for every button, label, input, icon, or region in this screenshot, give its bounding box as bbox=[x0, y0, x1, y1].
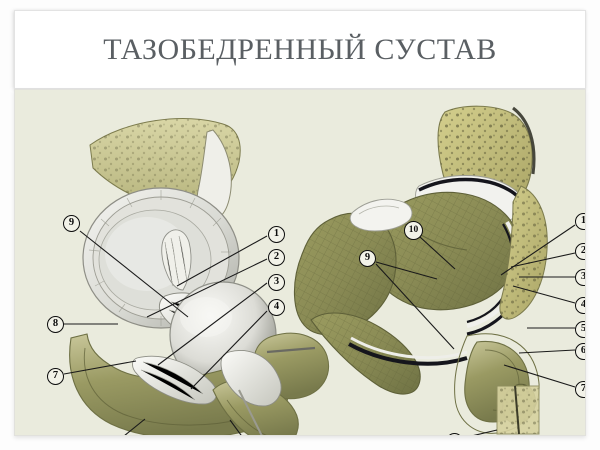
hip-joint-illustration bbox=[15, 90, 585, 435]
callout-marker-right-figure-4[interactable]: 4 bbox=[575, 297, 585, 314]
callout-marker-right-figure-7[interactable]: 7 bbox=[575, 381, 585, 398]
callout-marker-right-figure-10[interactable]: 10 bbox=[404, 221, 423, 240]
page-title: ТАЗОБЕДРЕННЫЙ СУСТАВ bbox=[103, 32, 497, 66]
callout-marker-right-figure-5[interactable]: 5 bbox=[575, 321, 585, 338]
callout-marker-right-figure-6[interactable]: 6 bbox=[575, 343, 585, 360]
callout-marker-right-figure-2[interactable]: 2 bbox=[575, 243, 585, 260]
callout-marker-left-figure-8[interactable]: 8 bbox=[47, 316, 64, 333]
callout-marker-left-figure-1[interactable]: 1 bbox=[268, 226, 285, 243]
illustration-panel: 91234876510912345678 bbox=[14, 89, 586, 436]
callout-marker-right-figure-9[interactable]: 9 bbox=[359, 250, 376, 267]
callout-marker-right-figure-3[interactable]: 3 bbox=[575, 269, 585, 286]
title-bar: ТАЗОБЕДРЕННЫЙ СУСТАВ bbox=[14, 10, 586, 89]
callout-marker-left-figure-2[interactable]: 2 bbox=[268, 249, 285, 266]
callout-marker-left-figure-7[interactable]: 7 bbox=[47, 368, 64, 385]
callout-marker-left-figure-9[interactable]: 9 bbox=[63, 215, 80, 232]
callout-marker-right-figure-1[interactable]: 1 bbox=[575, 213, 585, 230]
callout-marker-left-figure-4[interactable]: 4 bbox=[268, 299, 285, 316]
callout-marker-left-figure-3[interactable]: 3 bbox=[268, 274, 285, 291]
